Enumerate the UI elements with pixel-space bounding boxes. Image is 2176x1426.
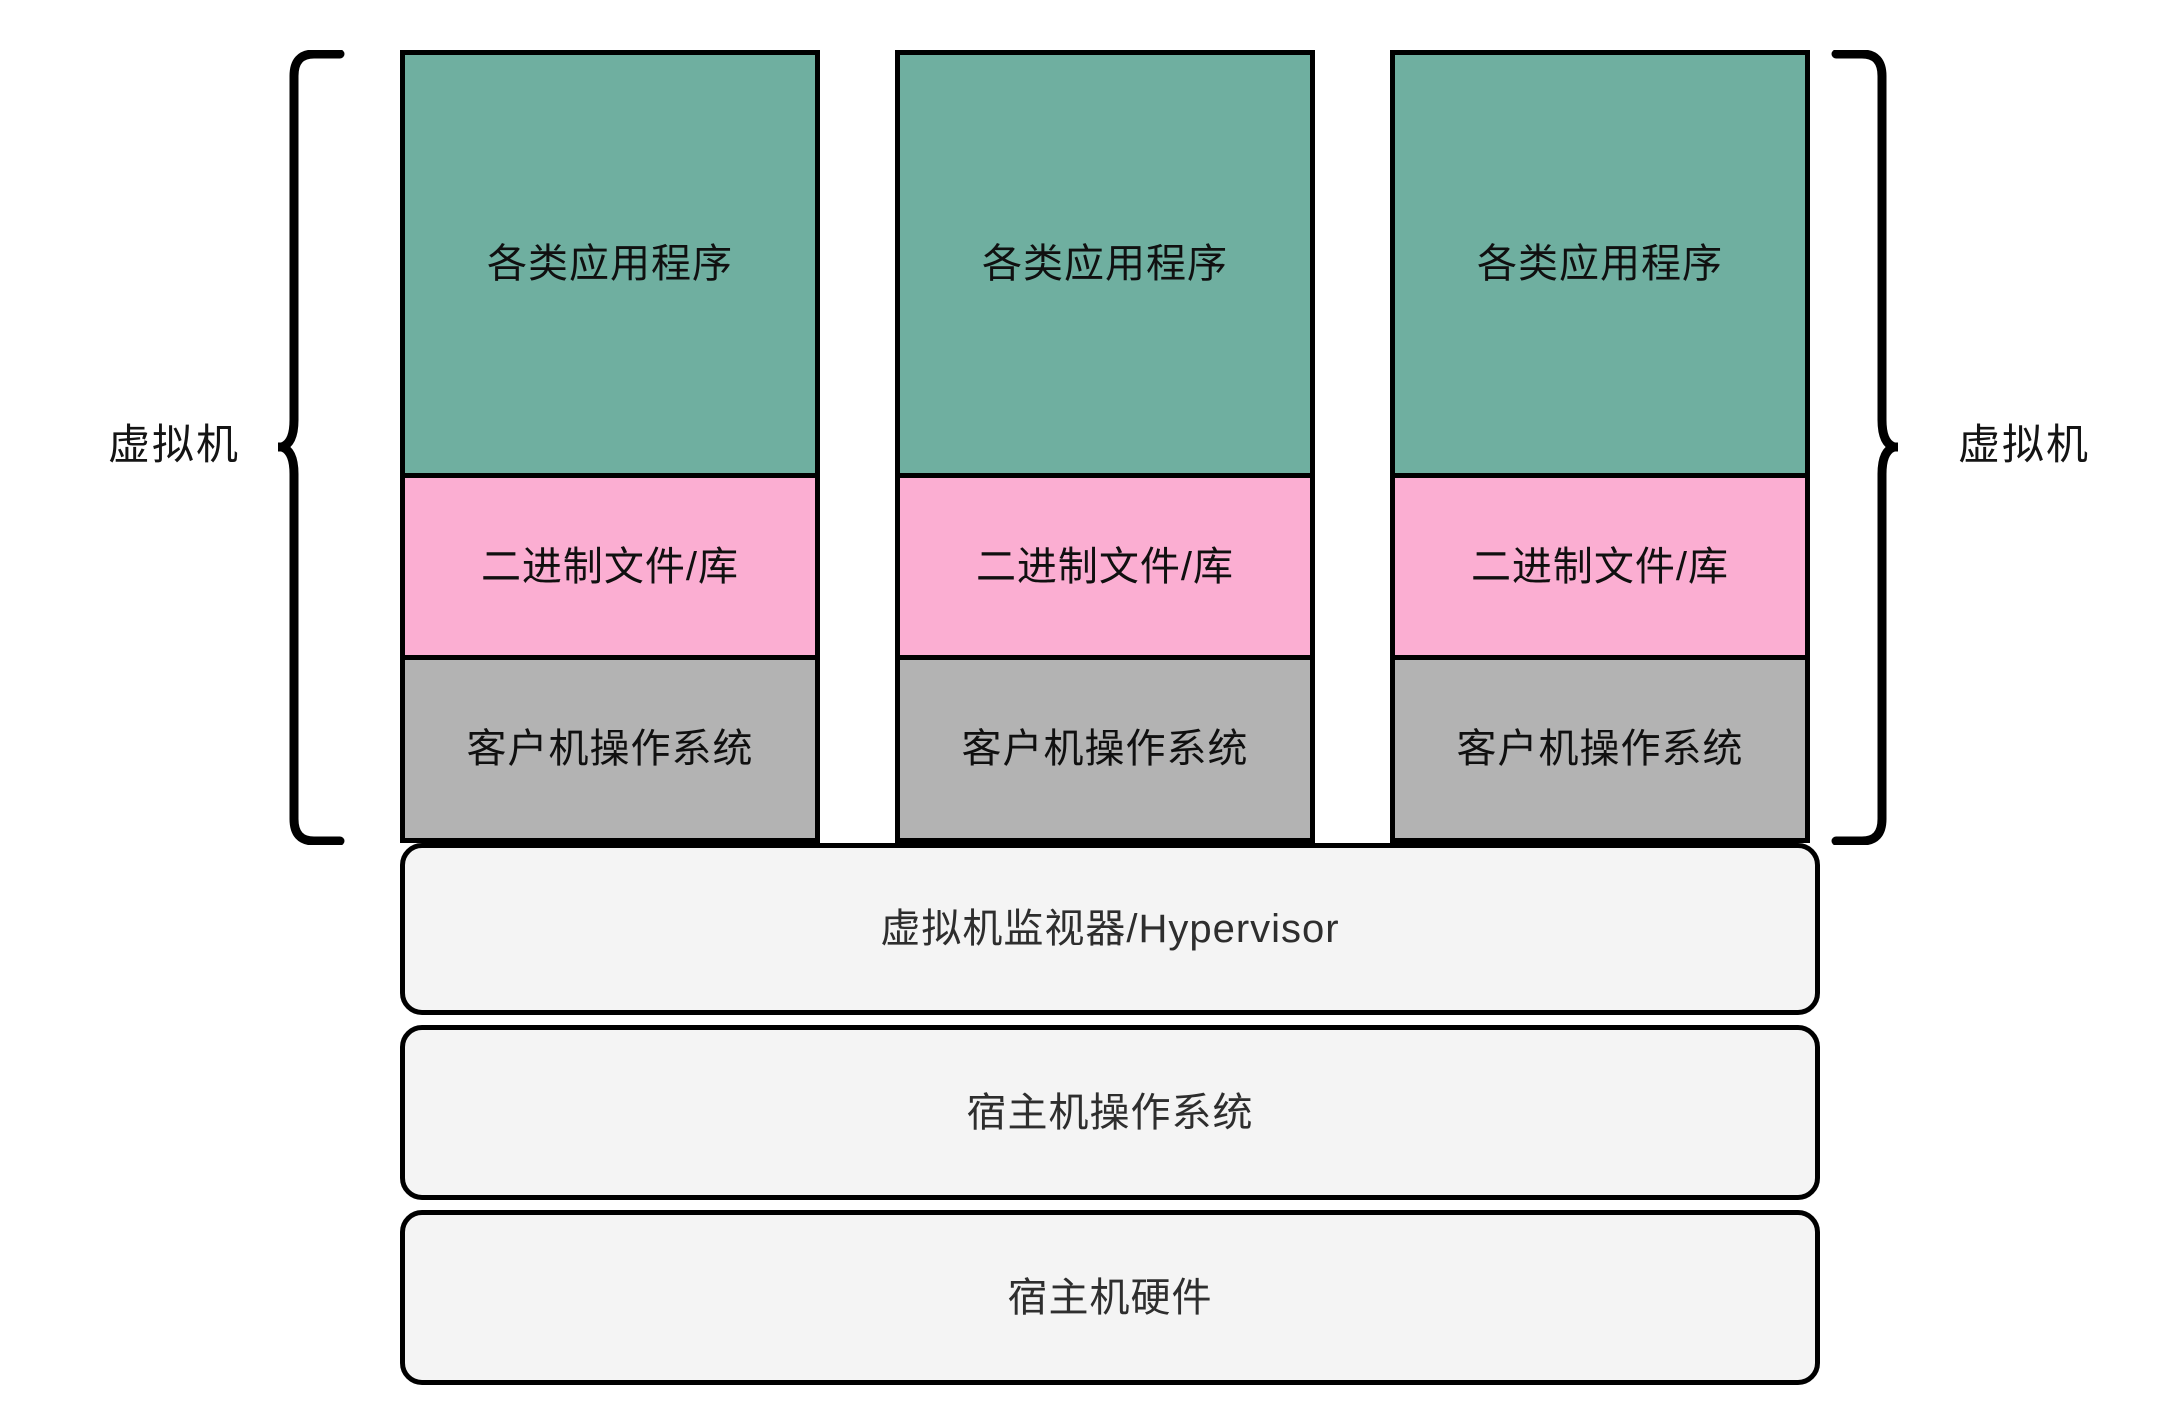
vm-2-app-layer: 各类应用程序 bbox=[895, 50, 1315, 478]
vm-2-guest-os-layer: 客户机操作系统 bbox=[895, 655, 1315, 843]
vm-3-app-label: 各类应用程序 bbox=[1477, 242, 1723, 286]
vm-3-bin-label: 二进制文件/库 bbox=[1470, 544, 1730, 589]
vm-1-guest-os-layer: 客户机操作系统 bbox=[400, 655, 820, 843]
vm-2-app-label: 各类应用程序 bbox=[982, 242, 1228, 286]
right-vm-label: 虚拟机 bbox=[1958, 421, 2091, 468]
host-hardware-label: 宿主机硬件 bbox=[1007, 1275, 1213, 1320]
vm-column-1: 各类应用程序 二进制文件/库 客户机操作系统 bbox=[400, 50, 820, 843]
vm-2-guest-os-label: 客户机操作系统 bbox=[961, 727, 1249, 771]
vm-1-app-label: 各类应用程序 bbox=[487, 242, 733, 286]
vm-column-2: 各类应用程序 二进制文件/库 客户机操作系统 bbox=[895, 50, 1315, 843]
right-brace-icon bbox=[1828, 50, 1898, 845]
vm-column-3: 各类应用程序 二进制文件/库 客户机操作系统 bbox=[1390, 50, 1810, 843]
host-os-label: 宿主机操作系统 bbox=[966, 1090, 1254, 1135]
vm-1-app-layer: 各类应用程序 bbox=[400, 50, 820, 478]
hypervisor-label: 虚拟机监视器/Hypervisor bbox=[880, 907, 1340, 951]
vm-3-bin-layer: 二进制文件/库 bbox=[1390, 473, 1810, 660]
vm-1-guest-os-label: 客户机操作系统 bbox=[466, 727, 754, 771]
host-os-bar: 宿主机操作系统 bbox=[400, 1025, 1820, 1200]
vm-3-app-layer: 各类应用程序 bbox=[1390, 50, 1810, 478]
vm-3-guest-os-layer: 客户机操作系统 bbox=[1390, 655, 1810, 843]
left-vm-label: 虚拟机 bbox=[108, 421, 241, 468]
left-brace-icon bbox=[278, 50, 348, 845]
host-hardware-bar: 宿主机硬件 bbox=[400, 1210, 1820, 1385]
vm-2-bin-label: 二进制文件/库 bbox=[975, 544, 1235, 589]
vm-2-bin-layer: 二进制文件/库 bbox=[895, 473, 1315, 660]
vm-3-guest-os-label: 客户机操作系统 bbox=[1456, 727, 1744, 771]
hypervisor-bar: 虚拟机监视器/Hypervisor bbox=[400, 843, 1820, 1015]
vm-1-bin-layer: 二进制文件/库 bbox=[400, 473, 820, 660]
vm-1-bin-label: 二进制文件/库 bbox=[480, 544, 740, 589]
